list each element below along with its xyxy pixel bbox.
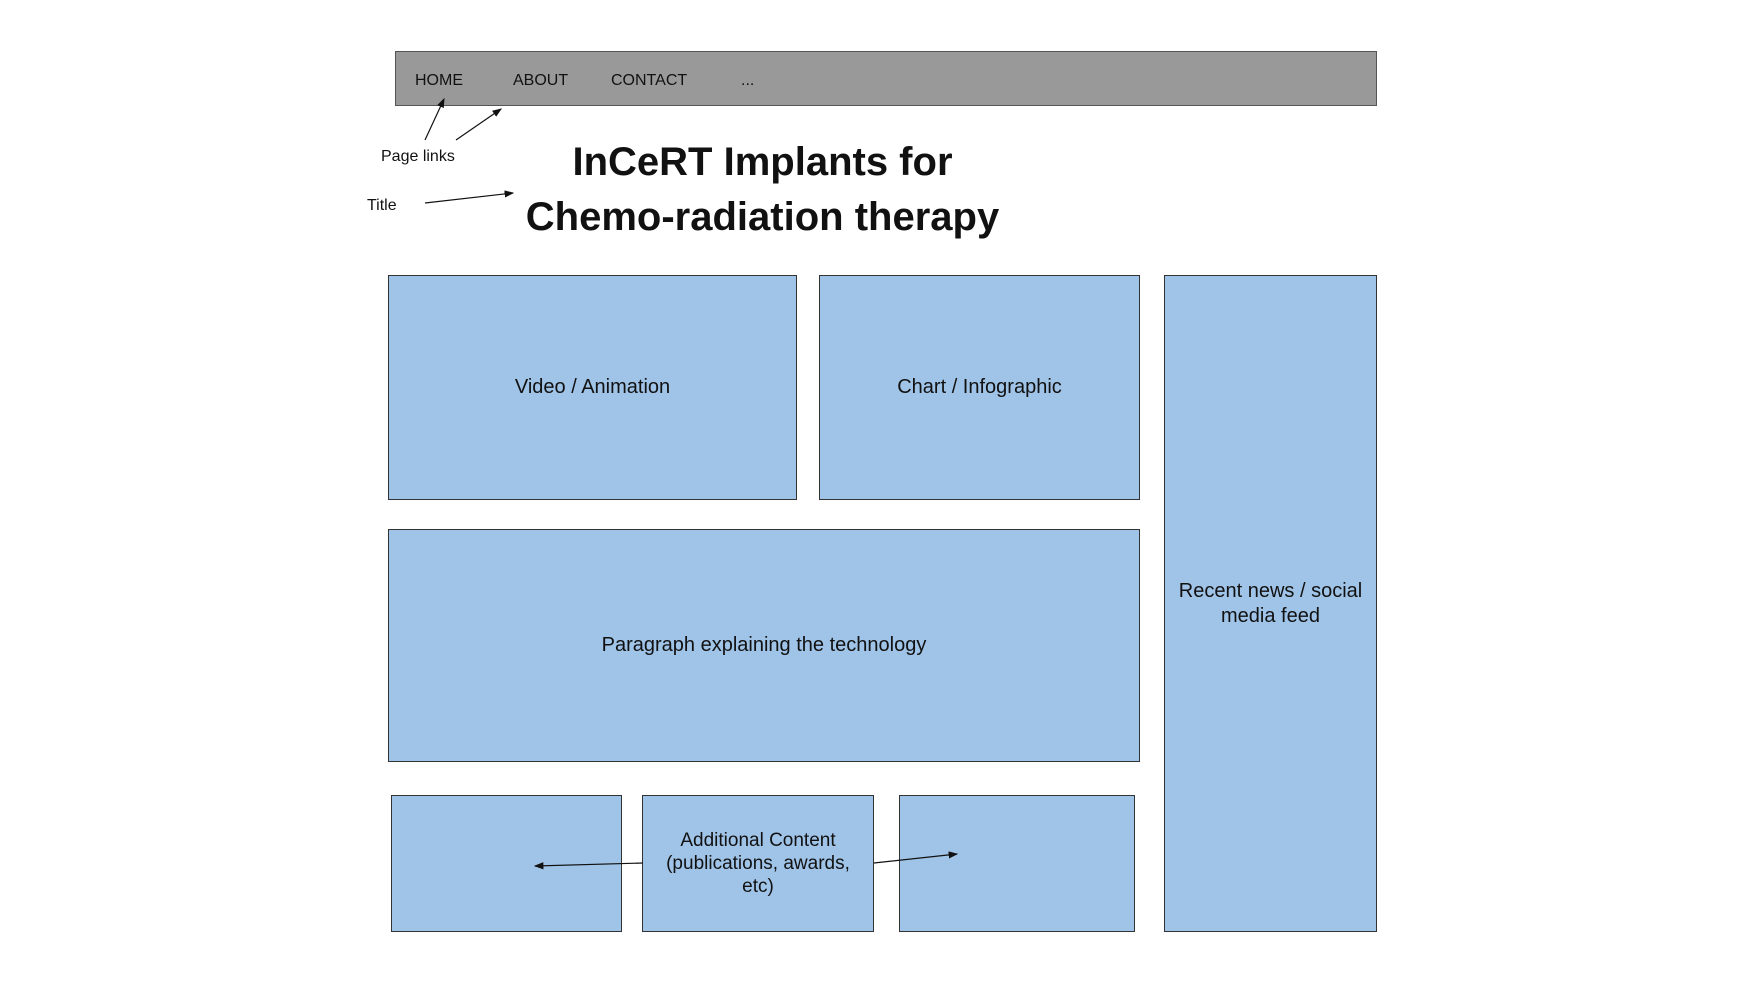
additional-content-line-3: etc) bbox=[742, 876, 774, 897]
news-feed-box: Recent news / social media feed bbox=[1164, 275, 1377, 932]
news-feed-label-line-2: media feed bbox=[1221, 604, 1320, 627]
paragraph-box: Paragraph explaining the technology bbox=[388, 529, 1140, 762]
nav-link-contact[interactable]: CONTACT bbox=[611, 72, 688, 89]
page-title-line-2: Chemo-radiation therapy bbox=[525, 195, 1000, 239]
chart-infographic-label: Chart / Infographic bbox=[897, 376, 1062, 398]
additional-content-box-right bbox=[899, 795, 1135, 932]
navbar: HOME ABOUT CONTACT ... bbox=[395, 51, 1377, 106]
paragraph-label: Paragraph explaining the technology bbox=[601, 634, 927, 656]
annotation-title: Title bbox=[367, 197, 397, 214]
nav-link-about[interactable]: ABOUT bbox=[513, 72, 569, 89]
nav-link-more[interactable]: ... bbox=[741, 72, 755, 89]
additional-content-box-center: Additional Content (publications, awards… bbox=[642, 795, 874, 932]
additional-content-label: Additional Content (publications, awards… bbox=[666, 829, 850, 898]
video-animation-label: Video / Animation bbox=[514, 376, 671, 398]
page-title-line-1: InCeRT Implants for bbox=[572, 140, 953, 184]
news-feed-label-line-1: Recent news / social bbox=[1178, 579, 1363, 602]
news-feed-label: Recent news / social media feed bbox=[1179, 579, 1362, 629]
additional-content-line-2: (publications, awards, bbox=[666, 853, 850, 874]
additional-content-box-left bbox=[391, 795, 622, 932]
video-animation-box: Video / Animation bbox=[388, 275, 797, 500]
page-title: InCeRT Implants for Chemo-radiation ther… bbox=[450, 135, 1075, 245]
additional-content-line-1: Additional Content bbox=[680, 830, 836, 851]
annotation-page-links: Page links bbox=[381, 148, 455, 165]
chart-infographic-box: Chart / Infographic bbox=[819, 275, 1140, 500]
nav-link-home[interactable]: HOME bbox=[415, 72, 463, 89]
